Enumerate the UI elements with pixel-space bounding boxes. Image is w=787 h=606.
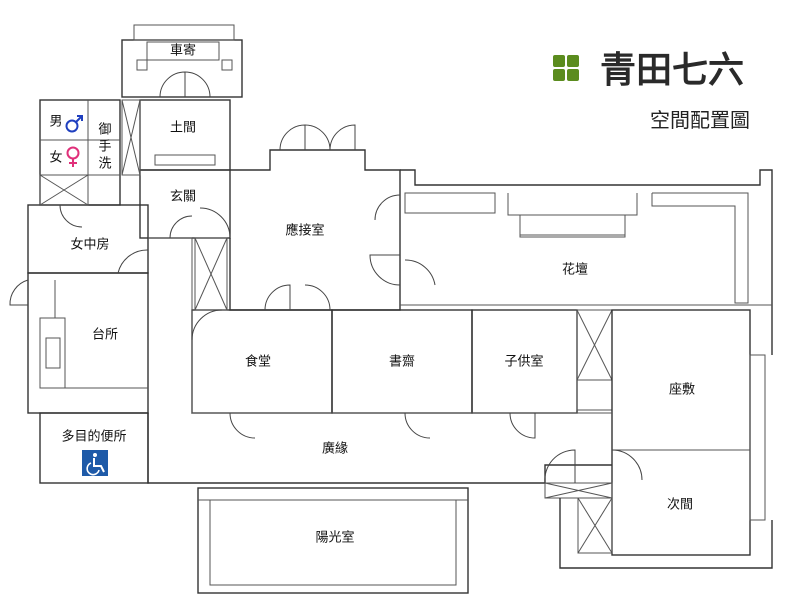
washroom-char-3: 洗 (98, 157, 111, 172)
male-label: 男 (49, 115, 62, 130)
restroom-signs: 男 女 (49, 115, 108, 476)
room-label-next-room: 次間 (667, 497, 693, 513)
room-label-entrance: 玄關 (170, 190, 196, 205)
washroom-char-2: 手 (98, 140, 111, 155)
room-label-sunroom: 陽光室 (315, 530, 354, 546)
doors (9, 71, 643, 484)
room-label-carport: 車寄 (170, 43, 196, 59)
room-labels: 車寄 土間 玄關 應接室 女中房 台所 花壇 食堂 書齋 子供室 座敷 多目的便… (61, 43, 695, 546)
logo: 青田七六 (553, 49, 744, 91)
room-label-kids-room: 子供室 (504, 354, 543, 370)
female-label: 女 (49, 150, 62, 166)
room-label-accessible-toilet: 多目的便所 (61, 429, 126, 445)
room-label-kitchen: 台所 (92, 328, 118, 343)
washroom-char-1: 御 (98, 123, 111, 138)
female-symbol-icon (66, 146, 80, 167)
room-label-reception: 應接室 (285, 223, 324, 239)
room-label-flower-bed: 花壇 (562, 262, 588, 278)
logo-mark-icon (553, 55, 579, 81)
room-label-washroom: 御 手 洗 (98, 123, 111, 172)
room-label-zashiki: 座敷 (669, 383, 695, 398)
male-symbol-icon (65, 115, 83, 133)
room-label-study: 書齋 (389, 354, 415, 370)
logo-text: 青田七六 (600, 49, 744, 91)
wheelchair-icon (82, 450, 108, 476)
room-label-earth-floor: 土間 (170, 121, 196, 136)
plan-title: 空間配置圖 (650, 108, 750, 132)
room-label-maid-room: 女中房 (70, 237, 109, 253)
walls (27, 24, 773, 594)
room-label-dining: 食堂 (245, 354, 271, 370)
room-label-veranda: 廣緣 (322, 442, 348, 457)
